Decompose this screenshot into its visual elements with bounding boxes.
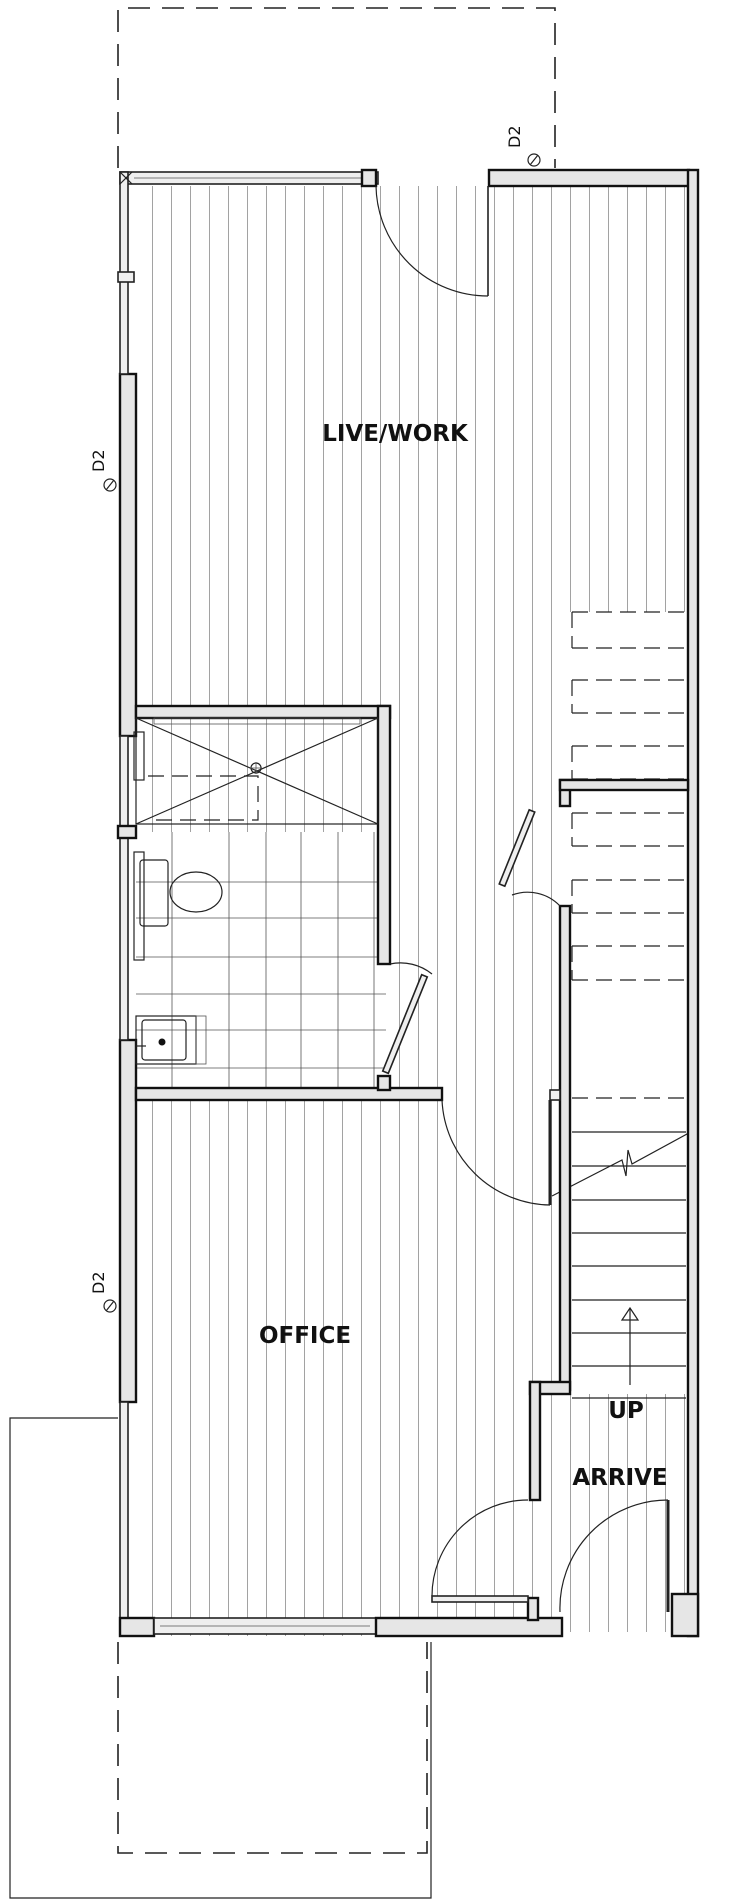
section-marker-left-lower: D2 (89, 1272, 117, 1313)
entry-door (559, 1499, 670, 1613)
stair-walls (526, 778, 690, 1622)
upper-deck-outline (117, 7, 556, 168)
shower (133, 717, 379, 825)
room-label-live-work: LIVE/WORK (322, 421, 469, 447)
room-label-arrive: ARRIVE (572, 1465, 667, 1491)
room-label-office: OFFICE (259, 1323, 351, 1349)
office-door (441, 1099, 552, 1206)
deck-door (375, 185, 489, 297)
lower-deck-outline (117, 1642, 428, 1854)
exterior-walls (116, 168, 700, 1638)
section-marker-left-upper: D2 (89, 450, 117, 492)
svg-text:D2: D2 (89, 450, 108, 473)
site-boundary (9, 1417, 432, 1899)
sink (135, 1015, 207, 1065)
bath-door (381, 962, 433, 1075)
bathroom-walls (134, 704, 444, 1102)
room-label-up: UP (608, 1398, 644, 1424)
bathroom-tile-floor (136, 832, 386, 1096)
stair-door (498, 808, 561, 907)
toilet (133, 851, 223, 961)
svg-text:D2: D2 (505, 126, 524, 149)
entry-closet-door (431, 1499, 529, 1603)
stair-run (551, 611, 699, 1399)
svg-text:D2: D2 (89, 1272, 108, 1295)
section-marker-top: D2 (505, 126, 541, 167)
